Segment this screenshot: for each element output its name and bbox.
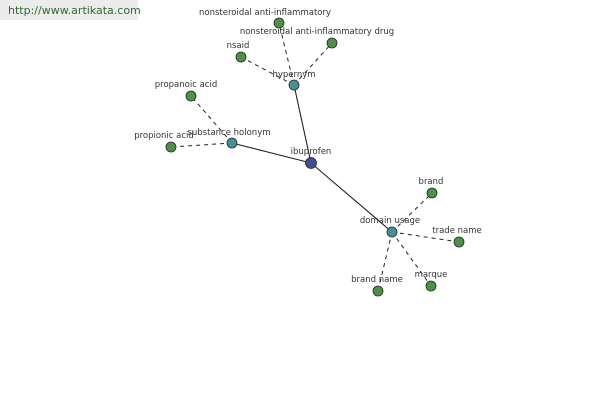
- node-label-brand[interactable]: brand: [419, 177, 444, 187]
- node-label-domain_usage[interactable]: domain usage: [360, 216, 420, 226]
- node-nsaid_anti[interactable]: [273, 17, 285, 29]
- node-brand[interactable]: [426, 187, 438, 199]
- edge-ibuprofen-hypernym: [293, 84, 312, 164]
- edge-substance_holonym-propionic: [170, 142, 233, 148]
- node-label-trade_name[interactable]: trade name: [432, 226, 481, 236]
- edge-hypernym-nsaid: [240, 56, 295, 86]
- edge-domain_usage-marque: [391, 231, 432, 287]
- edges-layer: [170, 22, 460, 292]
- node-hypernym[interactable]: [288, 79, 300, 91]
- edge-hypernym-nsaid_anti: [278, 22, 295, 86]
- node-label-ibuprofen[interactable]: ibuprofen: [291, 147, 332, 157]
- watermark-box: http://www.artikata.com: [0, 0, 141, 20]
- node-trade_name[interactable]: [453, 236, 465, 248]
- edge-domain_usage-trade_name: [391, 231, 460, 243]
- labels-layer: ibuprofen hypernym substance holonym domain…: [134, 8, 482, 285]
- node-marque[interactable]: [425, 280, 437, 292]
- edge-domain_usage-brand: [391, 192, 433, 233]
- node-label-nsaid[interactable]: nsaid: [227, 41, 250, 51]
- node-label-nsaid_anti[interactable]: nonsteroidal anti-inflammatory: [199, 8, 331, 18]
- node-label-substance_holonym[interactable]: substance holonym: [187, 128, 270, 138]
- edge-ibuprofen-substance_holonym: [231, 142, 312, 164]
- edge-domain_usage-brand_name: [377, 231, 393, 292]
- node-label-marque[interactable]: marque: [415, 270, 448, 280]
- edge-hypernym-nsaid_drug: [293, 42, 333, 86]
- node-domain_usage[interactable]: [386, 226, 398, 238]
- node-label-nsaid_drug[interactable]: nonsteroidal anti-inflammatory drug: [240, 27, 394, 37]
- edge-ibuprofen-domain_usage: [310, 162, 393, 233]
- node-propionic[interactable]: [165, 141, 177, 153]
- node-propanoic[interactable]: [185, 90, 197, 102]
- node-label-propionic[interactable]: propionic acid: [134, 131, 194, 141]
- node-nsaid_drug[interactable]: [326, 37, 338, 49]
- nodes-layer: [165, 17, 465, 297]
- node-nsaid[interactable]: [235, 51, 247, 63]
- node-brand_name[interactable]: [372, 285, 384, 297]
- edge-substance_holonym-propanoic: [190, 95, 233, 144]
- node-ibuprofen[interactable]: [305, 157, 317, 169]
- node-label-hypernym[interactable]: hypernym: [272, 70, 315, 80]
- node-label-brand_name[interactable]: brand name: [351, 275, 403, 285]
- node-substance_holonym[interactable]: [226, 137, 238, 149]
- watermark-link[interactable]: http://www.artikata.com: [8, 4, 141, 17]
- node-label-propanoic[interactable]: propanoic acid: [155, 80, 217, 90]
